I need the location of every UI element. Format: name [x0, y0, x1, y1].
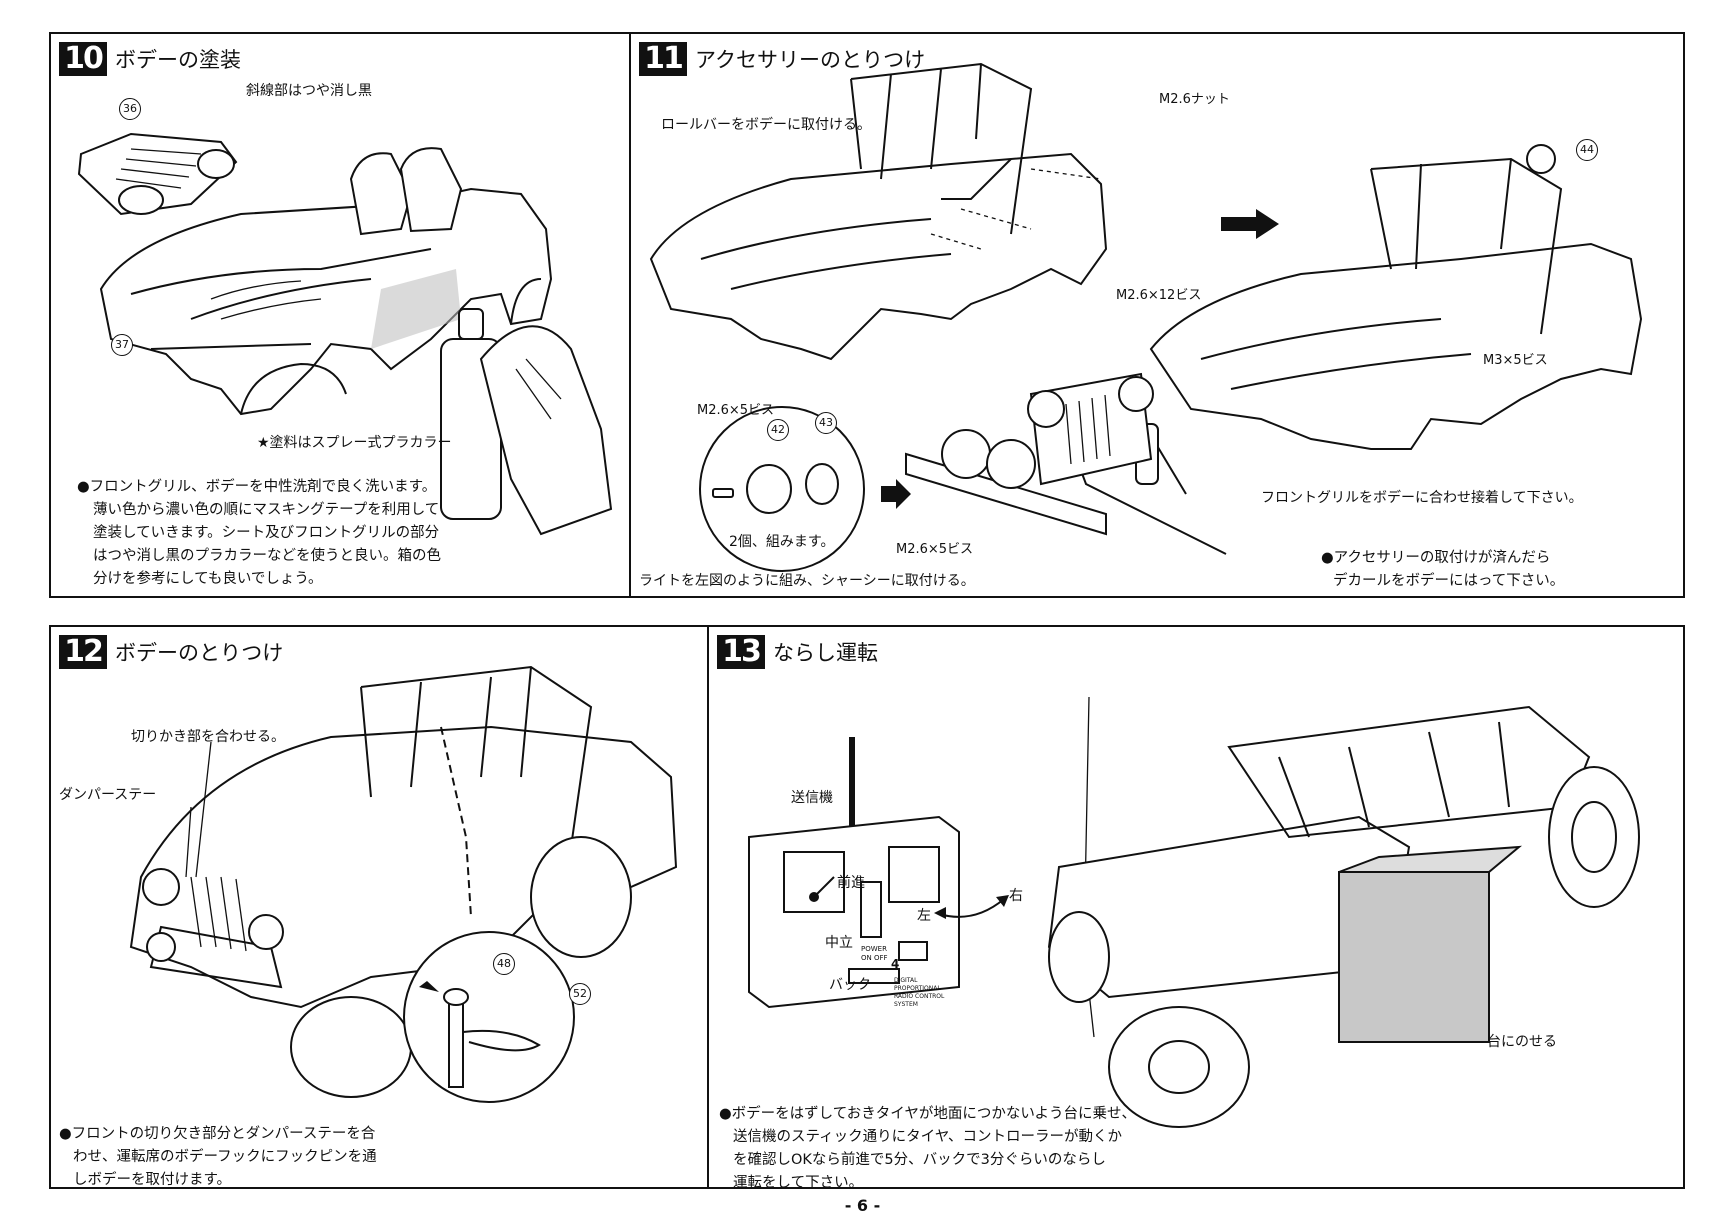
stand-label: 台にのせる [1487, 1034, 1557, 1050]
body-mount-illustration [71, 647, 711, 1077]
part-number-37: 37 [111, 334, 133, 356]
decal-note-line: デカールをボデーにはって下さい。 [1333, 573, 1565, 589]
step-12-number: 12 [59, 635, 107, 669]
instruction-line: しボデーを取付けます。 [73, 1172, 232, 1188]
circle-screw-label: M2.6×5ビス [697, 403, 775, 418]
part-number-42: 42 [767, 419, 789, 441]
step-11-header: 11 アクセサリーのとりつけ [639, 42, 925, 76]
transmitter-illustration [749, 737, 1009, 1017]
step-12-panel: 12 ボデーのとりつけ 切りかき部を合わせる。 ダンパーステー 48 52 ●フ… [49, 625, 709, 1189]
step-12-title: ボデーのとりつけ [115, 641, 284, 665]
step-10-title: ボデーの塗装 [115, 48, 241, 72]
instruction-line: 塗装していきます。シート及びフロントグリルの部分 [93, 525, 440, 541]
step-11-number: 11 [639, 42, 687, 76]
instruction-line: ●ボデーをはずしておきタイヤが地面につかないよう台に乗せ、 [719, 1106, 1137, 1122]
seat-tray-illustration [71, 114, 241, 224]
instruction-line: はつや消し黒のプラカラーなどを使うと良い。箱の色 [93, 548, 441, 564]
forward-label: 前進 [837, 875, 865, 891]
instruction-line: 送信機のスティック通りにタイヤ、コントローラーが動くか [733, 1129, 1123, 1145]
step-12-instructions: ●フロントの切り欠き部分とダンパーステーを合 わせ、運転席のボデーフックにフック… [59, 1123, 377, 1192]
instruction-line: 薄い色から濃い色の順にマスキングテープを利用して [93, 502, 440, 518]
matte-black-note: 斜線部はつや消し黒 [246, 83, 372, 99]
instruction-line: 運転をして下さい。 [733, 1175, 864, 1191]
notch-label: 切りかき部を合わせる。 [131, 729, 285, 745]
instruction-line: わせ、運転席のボデーフックにフックピンを通 [73, 1149, 377, 1165]
rollbar-note: ロールバーをボデーに取付ける。 [661, 117, 871, 133]
screw-m2-6x12-label: M2.6×12ビス [1116, 288, 1202, 303]
step-10-header: 10 ボデーの塗装 [59, 42, 241, 76]
two-assemble-caption: 2個、組みます。 [729, 534, 835, 550]
back-label: バック [829, 977, 871, 993]
steering-arrow-icon [934, 895, 1009, 919]
chassis-lights-illustration [906, 364, 1236, 584]
arrow-right-icon [1221, 209, 1279, 239]
screw-m2-6x5-label: M2.6×5ビス [896, 542, 974, 557]
assembled-body-illustration [1131, 119, 1671, 469]
step-10-number: 10 [59, 42, 107, 76]
left-label: 左 [917, 908, 931, 924]
step-13-instructions: ●ボデーをはずしておきタイヤが地面につかないよう台に乗せ、 送信機のスティック通… [719, 1103, 1136, 1195]
front-grill-illustration [1021, 364, 1161, 504]
step-13-title: ならし運転 [773, 641, 878, 665]
grill-glue-note: フロントグリルをボデーに合わせ接着して下さい。 [1261, 490, 1583, 506]
part-number-44: 44 [1576, 139, 1598, 161]
arrow-right-small-icon [881, 479, 911, 509]
spray-can-hand-illustration [421, 279, 621, 539]
instruction-line: ●フロントグリル、ボデーを中性洗剤で良く洗います。 [77, 479, 437, 495]
step-10-instructions: ●フロントグリル、ボデーを中性洗剤で良く洗います。 薄い色から濃い色の順にマスキ… [77, 476, 441, 591]
damper-stay-label: ダンパーステー [59, 787, 157, 803]
part-number-36: 36 [119, 98, 141, 120]
instruction-line: ●フロントの切り欠き部分とダンパーステーを合 [59, 1126, 376, 1142]
step-11-panel: 11 アクセサリーのとりつけ ロールバーをボデーに取付ける。 M2.6ナット M… [629, 32, 1685, 598]
car-body-illustration [71, 119, 591, 449]
instruction-line: 分けを参考にしても良いでしょう。 [93, 571, 323, 587]
part-number-43: 43 [815, 412, 837, 434]
rollbar-body-illustration [631, 49, 1151, 379]
page-number: - 6 - [844, 1196, 881, 1215]
hook-pin-detail-circle [399, 927, 579, 1107]
instruction-line: を確認しOKなら前進で5分、バックで3分ぐらいのならし [733, 1152, 1106, 1168]
part-number-52: 52 [569, 983, 591, 1005]
chassis-on-stand-illustration [1029, 667, 1669, 1137]
decal-note-line: ●アクセサリーの取付けが済んだら [1321, 550, 1551, 566]
channel-badge: 4 [891, 957, 900, 971]
step-12-header: 12 ボデーのとりつけ [59, 635, 283, 669]
decal-note: ●アクセサリーの取付けが済んだら デカールをボデーにはって下さい。 [1321, 547, 1564, 593]
step-13-number: 13 [717, 635, 765, 669]
neutral-label: 中立 [825, 935, 853, 951]
step-11-title: アクセサリーのとりつけ [695, 48, 926, 72]
screw-m3x5-label: M3×5ビス [1483, 353, 1548, 368]
brand-text: DIGITAL PROPORTIONAL RADIO CONTROL SYSTE… [894, 977, 945, 1008]
part-number-48: 48 [493, 953, 515, 975]
light-mount-note: ライトを左図のように組み、シャーシーに取付ける。 [639, 573, 975, 589]
step-13-header: 13 ならし運転 [717, 635, 878, 669]
power-switch-text: POWER ON OFF [861, 945, 888, 962]
transmitter-label: 送信機 [791, 790, 833, 806]
nut-label: M2.6ナット [1159, 92, 1230, 107]
step-10-panel: 10 ボデーの塗装 斜線部はつや消し黒 36 37 ★塗料はスプレー式プラカラー… [49, 32, 631, 598]
right-label: 右 [1009, 888, 1023, 904]
light-assembly-detail-circle [697, 404, 867, 574]
spray-paint-note: ★塗料はスプレー式プラカラー [257, 435, 452, 451]
step-13-panel: 13 ならし運転 送信機 前進 中立 バック 左 右 POWER ON OFF … [707, 625, 1685, 1191]
